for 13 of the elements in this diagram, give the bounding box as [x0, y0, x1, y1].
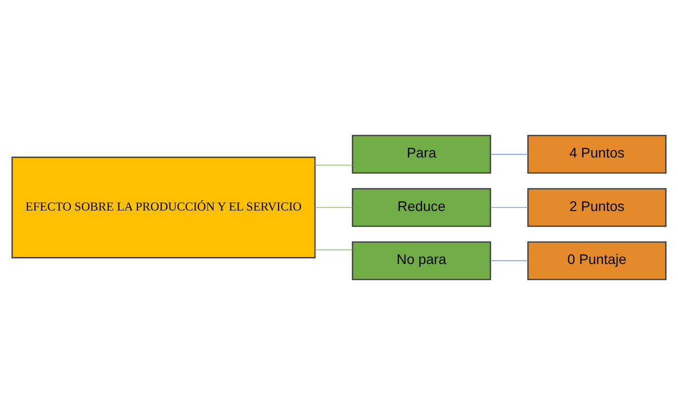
node-box: 0 Puntaje	[527, 240, 667, 280]
connector	[490, 260, 528, 261]
connector	[314, 248, 353, 250]
node-box: Para	[352, 134, 492, 174]
node-box: No para	[352, 240, 492, 280]
connector	[314, 164, 353, 166]
connector	[490, 153, 528, 154]
connector	[314, 206, 353, 208]
node-box: 2 Puntos	[527, 188, 667, 226]
connector	[490, 206, 528, 208]
node-box: 4 Puntos	[527, 134, 667, 174]
node-box: Reduce	[352, 188, 492, 226]
node-box: EFECTO SOBRE LA PRODUCCIÓN Y EL SERVICIO	[11, 156, 316, 258]
